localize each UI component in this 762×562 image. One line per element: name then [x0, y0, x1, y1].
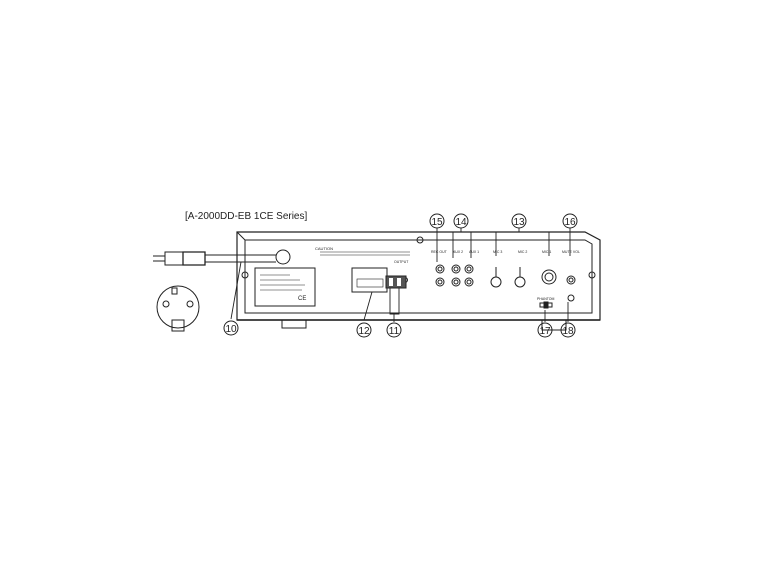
mic1-label: MIC 1: [542, 250, 551, 254]
rating-label: CE: [254, 267, 316, 307]
svg-text:11: 11: [389, 326, 400, 337]
svg-text:10: 10: [225, 324, 237, 335]
speaker-output-terminal[interactable]: [385, 275, 407, 289]
rca-jacks[interactable]: [435, 264, 474, 287]
callout-17: 17: [537, 322, 553, 338]
ground-terminal[interactable]: [567, 294, 575, 302]
caution-text: CAUTION: [315, 246, 333, 251]
svg-text:15: 15: [431, 217, 443, 228]
ce-mark: CE: [298, 296, 306, 302]
callout-13: 13: [511, 213, 527, 229]
svg-text:14: 14: [455, 217, 467, 228]
diagram-title: [A-2000DD-EB 1CE Series]: [185, 211, 307, 222]
svg-text:17: 17: [539, 326, 551, 337]
callout-15: 15: [429, 213, 445, 229]
mic-jacks[interactable]: [490, 267, 557, 288]
output-label: OUTPUT: [394, 260, 409, 264]
callout-18: 18: [560, 322, 576, 338]
callout-12: 12: [356, 322, 372, 338]
aux1-label: AUX 1: [469, 250, 479, 254]
schuko-plug-face-icon: [156, 285, 200, 332]
aux2-label: AUX 2: [453, 250, 463, 254]
svg-text:18: 18: [562, 326, 574, 337]
mute-vol-knob[interactable]: [566, 275, 576, 285]
svg-text:12: 12: [358, 326, 370, 337]
phantom-switch[interactable]: [539, 301, 553, 309]
callout-11: 11: [386, 322, 402, 338]
phantom-label: PHANTOM: [537, 297, 555, 301]
callouts: 10 11 12 13 14 15 16 17 18: [223, 213, 578, 338]
amplifier-chassis: [236, 231, 601, 331]
mic2-label: MIC 2: [518, 250, 527, 254]
output-warning-label: [351, 267, 388, 293]
power-cord-icon: [153, 249, 291, 266]
mute-vol-label: MUTE VOL: [562, 250, 580, 254]
svg-text:16: 16: [564, 217, 576, 228]
svg-text:13: 13: [513, 217, 525, 228]
rec-out-label: REC OUT: [431, 250, 448, 254]
mic3-label: MIC 3: [493, 250, 502, 254]
callout-14: 14: [453, 213, 469, 229]
callout-10: 10: [223, 320, 239, 336]
callout-16: 16: [562, 213, 578, 229]
